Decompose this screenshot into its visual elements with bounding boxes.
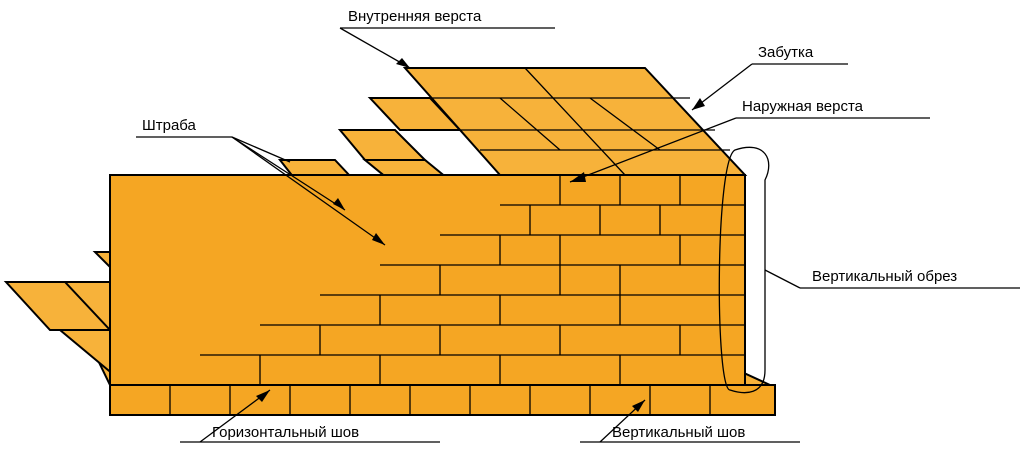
rake-step-11 xyxy=(337,129,428,161)
front-wall xyxy=(109,174,746,386)
bottom-joints xyxy=(169,385,711,415)
label-vertical-offset: Вертикальный обрез xyxy=(812,268,958,285)
label-vertical-joint: Вертикальный шов xyxy=(612,424,746,441)
label-fill: Забутка xyxy=(758,44,814,61)
vertical-offset-bracket xyxy=(718,146,770,394)
vertical-joints xyxy=(259,175,681,385)
course-lines xyxy=(200,204,745,356)
bottom-course xyxy=(109,384,776,416)
label-horizontal-joint: Горизонтальный шов xyxy=(212,424,360,441)
label-inner-row: Внутренняя верста xyxy=(348,8,482,25)
label-outer-row: Наружная верста xyxy=(742,98,863,115)
leaders xyxy=(136,27,1020,443)
label-rake: Штраба xyxy=(142,117,196,134)
